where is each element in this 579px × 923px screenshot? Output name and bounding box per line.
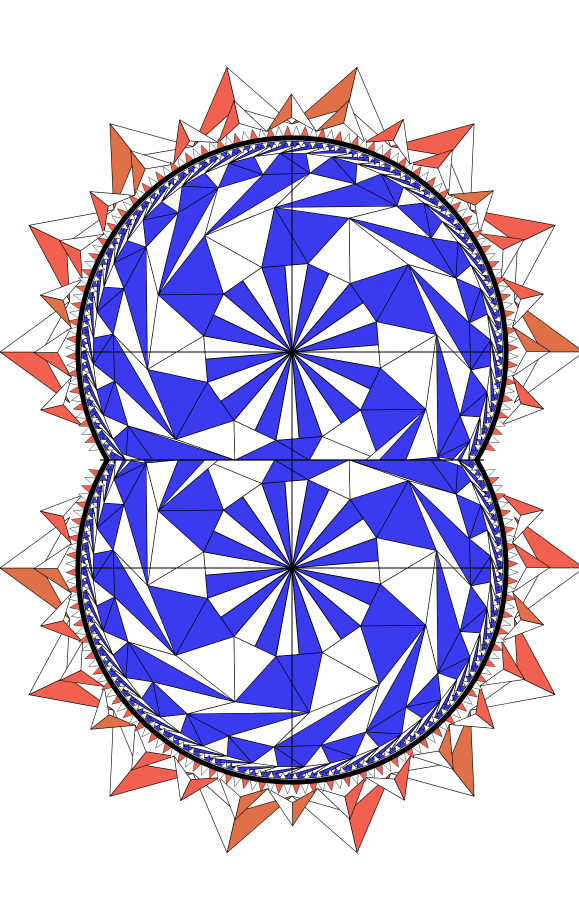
tiling-figure [0, 0, 579, 923]
hyperbolic-tiling-svg [0, 0, 579, 923]
